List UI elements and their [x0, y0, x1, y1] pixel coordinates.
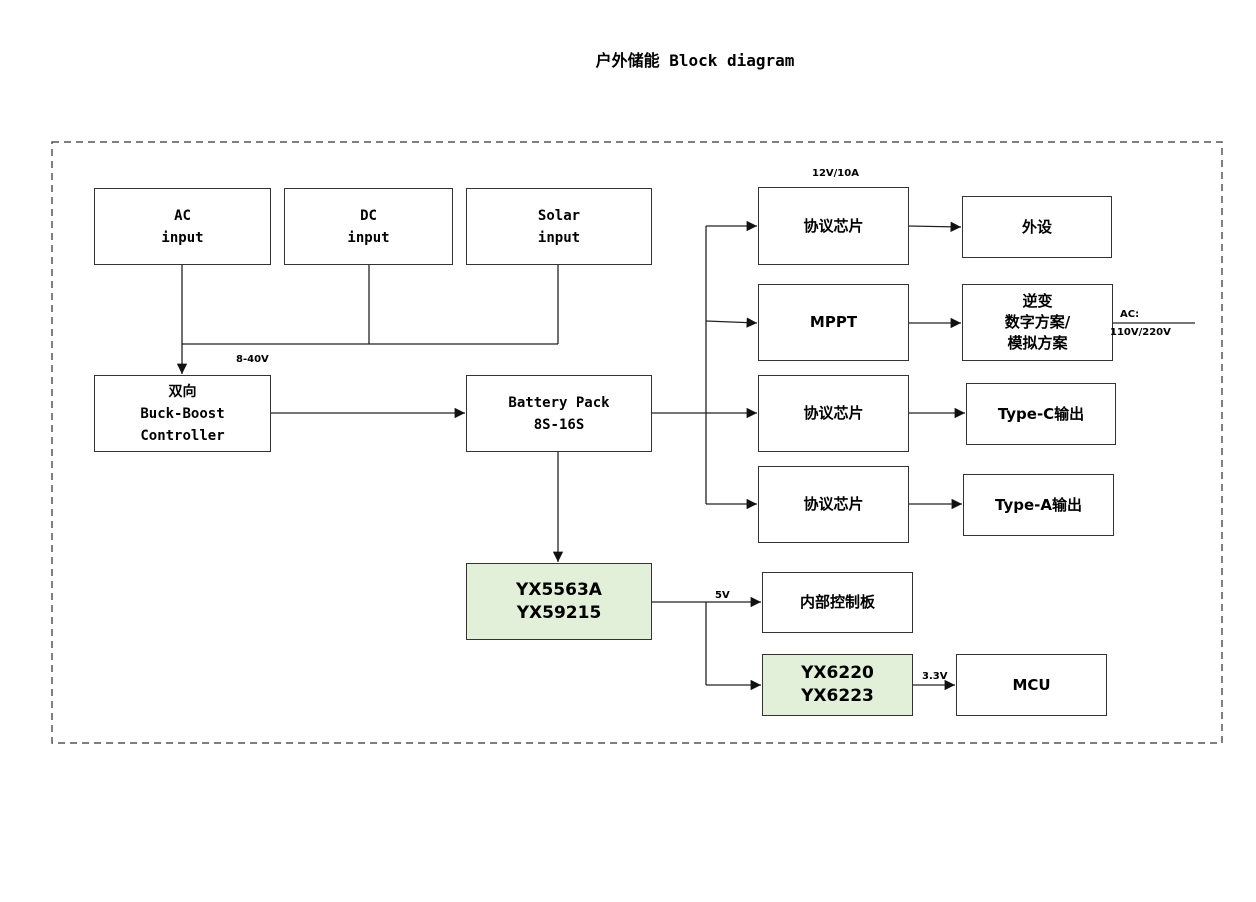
inverter-line-1: 逆变: [1022, 292, 1053, 310]
mcu-label: MCU: [1012, 675, 1051, 694]
solar-input-box: Solar input: [466, 188, 652, 265]
protocol-chip-2-label: 协议芯片: [803, 404, 864, 422]
page-title: 户外储能 Block diagram: [595, 51, 795, 70]
inverter-box: 逆变 数字方案/ 模拟方案: [962, 284, 1113, 361]
buck-boost-box: 双向 Buck-Boost Controller: [94, 375, 271, 452]
inverter-line-2: 数字方案/: [1004, 313, 1071, 331]
solar-input-line-2: input: [537, 229, 581, 246]
typea-output-box: Type-A输出: [963, 474, 1114, 536]
yx5563-line-1: YX5563A: [516, 579, 602, 600]
yx5563-line-2: YX59215: [516, 602, 602, 623]
label-5v: 5V: [715, 590, 730, 601]
label-3-3v: 3.3V: [922, 671, 948, 682]
ac-input-line-2: input: [161, 229, 204, 246]
internal-board-label: 内部控制板: [799, 593, 875, 611]
arrow-protocol-1-to-peripheral: [907, 221, 962, 233]
battery-pack-box: Battery Pack 8S-16S: [466, 375, 652, 452]
yx6220-box: YX6220 YX6223: [762, 654, 913, 716]
yx6220-line-2: YX6223: [801, 686, 874, 706]
mcu-box: MCU: [956, 654, 1107, 716]
inverter-line-3: 模拟方案: [1007, 334, 1068, 352]
buck-boost-line-2: Buck-Boost: [140, 405, 225, 422]
typea-output-label: Type-A输出: [995, 495, 1082, 514]
label-8-40v: 8-40V: [236, 354, 269, 365]
label-ac-output-1: AC:: [1120, 309, 1140, 320]
ac-input-box: AC input: [94, 188, 271, 265]
battery-pack-line-2: 8S-16S: [533, 416, 585, 433]
peripheral-box: 外设: [962, 196, 1112, 258]
yx6220-line-1: YX6220: [801, 663, 874, 683]
peripheral-label: 外设: [1021, 217, 1052, 236]
typec-output-label: Type-C输出: [997, 404, 1085, 423]
dc-input-line-2: input: [347, 229, 390, 246]
dc-input-line-1: DC: [360, 207, 377, 224]
arrow-to-mppt: [705, 317, 758, 328]
yx5563-box: YX5563A YX59215: [466, 563, 652, 640]
buck-boost-line-1: 双向: [168, 383, 197, 400]
system-boundary: [51, 141, 1223, 744]
protocol-chip-1-label: 协议芯片: [803, 216, 864, 235]
protocol-chip-3-label: 协议芯片: [803, 495, 864, 513]
buck-boost-line-3: Controller: [140, 427, 225, 444]
protocol-chip-2-box: 协议芯片: [758, 375, 909, 452]
solar-input-line-1: Solar: [537, 207, 581, 224]
battery-pack-line-1: Battery Pack: [508, 394, 610, 411]
protocol-chip-1-box: 协议芯片: [758, 187, 909, 265]
ac-input-line-1: AC: [174, 207, 191, 224]
dc-input-box: DC input: [284, 188, 453, 265]
mppt-box: MPPT: [758, 284, 909, 361]
internal-board-box: 内部控制板: [762, 572, 913, 633]
protocol-chip-3-box: 协议芯片: [758, 466, 909, 543]
typec-output-box: Type-C输出: [966, 383, 1116, 445]
mppt-label: MPPT: [809, 313, 858, 331]
label-ac-output-2: 110V/220V: [1110, 327, 1171, 338]
label-12v-10a: 12V/10A: [812, 168, 859, 179]
